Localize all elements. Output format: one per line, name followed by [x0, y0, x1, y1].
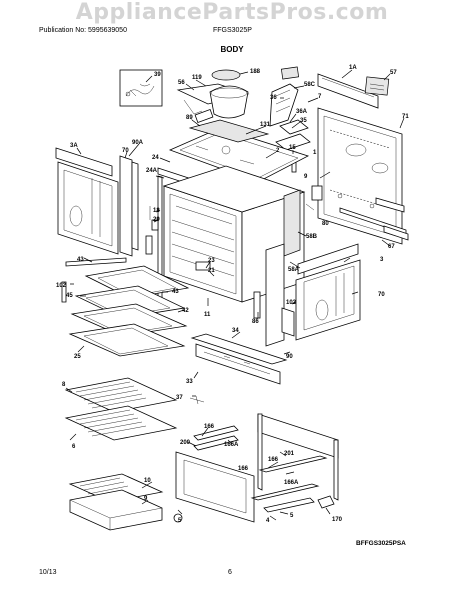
part-label: 6 — [72, 444, 76, 450]
part-label: 131 — [260, 122, 271, 128]
broiler-pan — [68, 473, 164, 531]
part-label: 1 — [313, 150, 317, 156]
part-label: 1A — [349, 65, 357, 71]
drawer-assembly — [173, 413, 339, 523]
left-side-panels — [55, 147, 159, 257]
part-label: 102 — [56, 283, 67, 289]
part-label: 10 — [144, 478, 151, 484]
part-label: 29 — [153, 217, 160, 223]
model-number: FFGS3025P — [213, 27, 252, 34]
part-label: 43 — [172, 289, 179, 295]
part-label: 39 — [154, 72, 161, 78]
part-label: 170 — [332, 517, 343, 523]
part-label: 188 — [250, 69, 261, 75]
page-title: BODY — [220, 45, 244, 54]
part-label: 67 — [388, 244, 395, 250]
part-label: 34 — [232, 328, 239, 334]
part-label: 166 — [204, 424, 215, 430]
right-side-panels — [253, 243, 361, 347]
part-label: 3 — [380, 257, 384, 263]
trim-strips — [61, 257, 127, 303]
part-label: 43 — [77, 257, 84, 263]
part-label: 119 — [192, 75, 202, 81]
part-label: 90 — [286, 354, 293, 360]
part-label: 18 — [153, 208, 160, 214]
oven-door-layers — [68, 265, 190, 357]
part-label: 58B — [306, 234, 318, 240]
oven-racks — [64, 377, 178, 441]
part-label: 166A — [284, 480, 299, 486]
part-label: 21 — [208, 268, 215, 274]
part-label: 102 — [286, 300, 297, 306]
part-label: 8 — [62, 382, 66, 388]
part-label: 2 — [276, 148, 280, 154]
part-label: 58A — [288, 267, 300, 273]
vent-duct-part — [269, 66, 311, 151]
part-label: 9 — [304, 174, 308, 180]
part-label: 166A — [224, 442, 239, 448]
part-label: 36A — [296, 109, 308, 115]
part-label: 70 — [378, 292, 385, 298]
part-label: 200 — [180, 440, 191, 446]
part-label: 80 — [322, 221, 329, 227]
part-label: 7 — [318, 94, 322, 100]
part-label: 35 — [300, 118, 307, 124]
footer-date: 10/13 — [39, 569, 57, 576]
part-label: 166 — [238, 466, 249, 472]
part-label: 36 — [270, 95, 277, 101]
part-label: 37 — [176, 395, 183, 401]
watermark: AppliancePartsPros.com — [75, 0, 389, 25]
part-label: 56 — [178, 80, 185, 86]
leader-lines — [65, 69, 405, 521]
part-label: 33 — [186, 379, 193, 385]
oven-cavity-part — [157, 119, 310, 303]
part-label: 90A — [132, 140, 144, 146]
top-rear-panel-part — [317, 73, 390, 109]
part-label: 15 — [289, 145, 296, 151]
part-label: 23 — [208, 258, 215, 264]
page-number: 6 — [228, 569, 232, 576]
part-label: 24 — [152, 155, 159, 161]
bottom-panel-part — [189, 333, 288, 405]
part-label: 70 — [122, 148, 129, 154]
part-label: 5 — [178, 518, 182, 524]
part-label: 45 — [66, 293, 73, 299]
part-label: 166 — [268, 457, 279, 463]
part-label: 58C — [304, 82, 316, 88]
part-label: 42 — [182, 308, 189, 314]
part-label: 9 — [144, 496, 148, 502]
part-label: 89 — [186, 115, 193, 121]
rear-panel-part — [317, 107, 409, 245]
part-label: 57 — [390, 70, 397, 76]
part-label: 11 — [204, 312, 211, 318]
part-label: 201 — [284, 451, 295, 457]
figure-code: BFFGS3025PSA — [356, 540, 406, 547]
burner-assembly-part — [176, 69, 250, 131]
part-label: 86 — [252, 319, 259, 325]
publication-number: Publication No: 5995639050 — [39, 27, 127, 34]
wiring-harness-part — [119, 69, 163, 107]
part-label: 5 — [290, 513, 294, 519]
part-label: 25 — [74, 354, 81, 360]
part-label: 71 — [402, 114, 409, 120]
part-labels: 39 56 119 188 1A 57 58C 36 7 89 36A 35 7… — [56, 65, 409, 524]
part-label: 24A — [146, 168, 158, 174]
part-label: 3A — [70, 143, 78, 149]
part-label: 4 — [266, 518, 270, 524]
